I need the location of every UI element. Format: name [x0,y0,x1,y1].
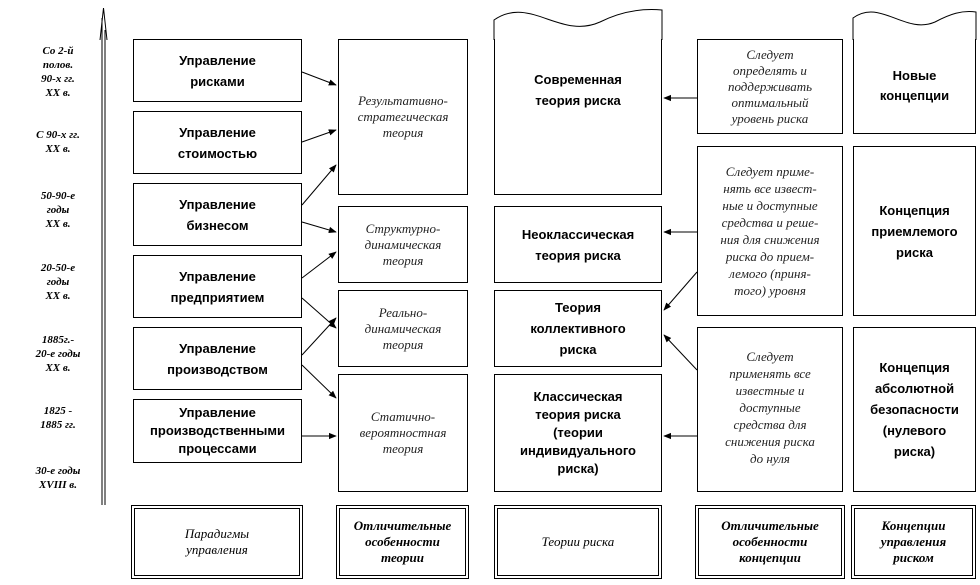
risk-theory-box: Классическая теория риска (теории индиви… [494,374,662,492]
concept-feature-box: Следует определять и поддерживать оптима… [697,39,843,134]
footer-concept-features: Отличительные особенности концепции [695,505,845,579]
arrow [301,251,337,279]
arrow [301,71,337,86]
theory-feature-box: Результативно- стратегическая теория [338,39,468,195]
timeline-label: 1825 - 1885 гг. [40,405,76,431]
timeline-label: С 90-х гг. XX в. [36,129,80,155]
arrow [663,271,698,311]
concept-box: Концепция абсолютной безопасности (нулев… [853,327,976,492]
footer-concepts: Концепции управления риском [851,505,976,579]
risk-theory-box: Теория коллективного риска [494,290,662,367]
timeline-label: 20-50-е годы XX в. [40,262,76,302]
theory-feature-box: Статично- вероятностная теория [338,374,468,492]
risk-theory-box: Неоклассическая теория риска [494,206,662,283]
paradigm-box: Управление предприятием [133,255,302,318]
paradigm-box: Управление бизнесом [133,183,302,246]
timeline-label: 50-90-е годы XX в. [40,190,76,230]
paradigm-box: Управление производством [133,327,302,390]
arrow [301,164,337,206]
arrow [301,317,337,356]
arrow [301,364,337,399]
paradigm-box: Управление стоимостью [133,111,302,174]
paradigm-box: Управление рисками [133,39,302,102]
arrow [301,221,337,234]
timeline-label: 30-е годы XVIII в. [35,465,81,491]
footer-risk-theories: Теории риска [494,505,662,579]
arrow [301,129,337,143]
risk-theory-box: Современная теория риска [494,39,662,195]
timeline-arrow [99,7,108,505]
timeline-label: Со 2-й полов. 90-х гг. XX в. [41,45,75,99]
wavy-top-risk-theory [493,9,663,40]
concept-box: Новые концепции [853,39,976,134]
footer-theory-features: Отличительные особенности теории [336,505,469,579]
theory-feature-box: Структурно- динамическая теория [338,206,468,283]
paradigm-box: Управление производственными процессами [133,399,302,463]
timeline-label: 1885г.- 20-е годы XX в. [35,334,81,374]
concept-feature-box: Следует применять все известные и доступ… [697,327,843,492]
theory-feature-box: Реально- динамическая теория [338,290,468,367]
concept-feature-box: Следует приме- нять все извест- ные и до… [697,146,843,316]
arrow [663,334,698,371]
concept-box: Концепция приемлемого риска [853,146,976,316]
footer-paradigms: Парадигмы управления [131,505,303,579]
wavy-top-concepts [852,11,977,40]
